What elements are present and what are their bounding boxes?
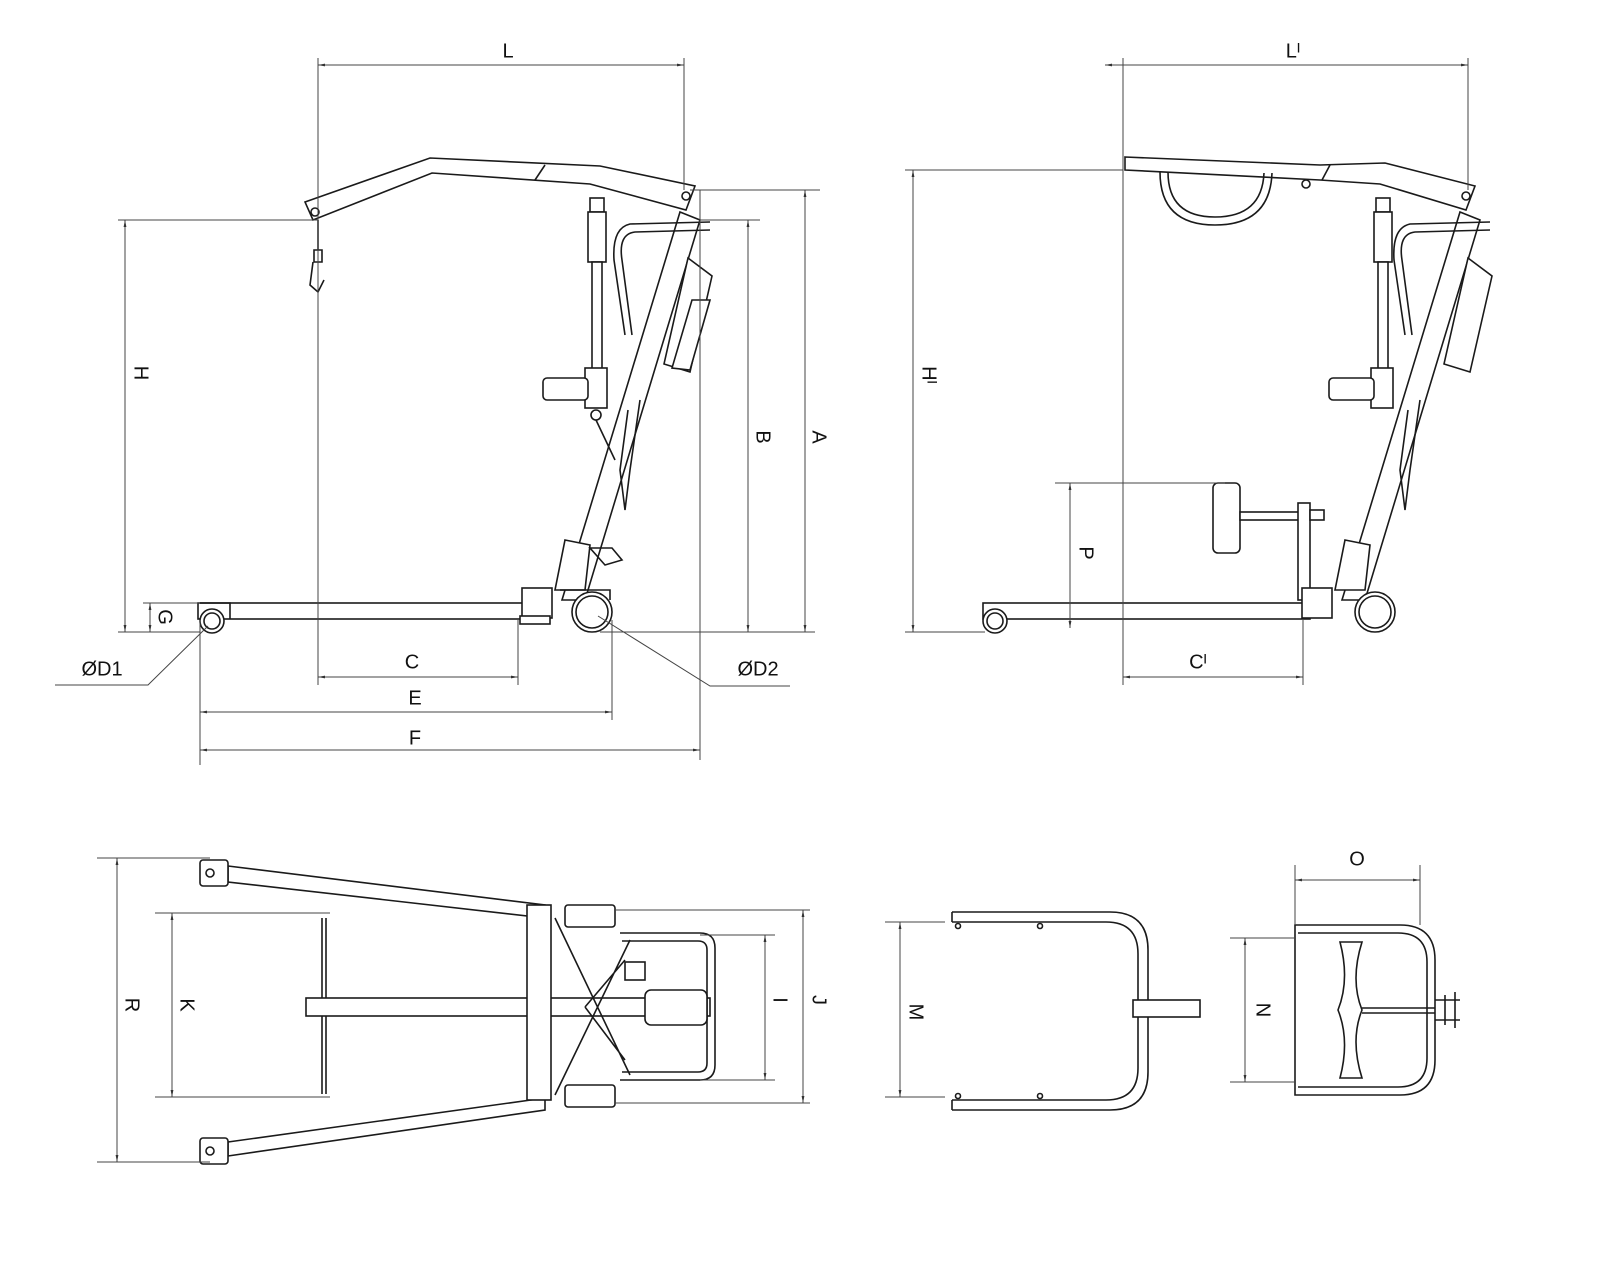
dim-label-J: J	[808, 995, 830, 1005]
dim-label-L: L	[502, 40, 513, 62]
sling-bar-view: M	[885, 911, 1201, 1111]
dimension-lines-seat	[905, 58, 1469, 685]
lift-top-drawing	[199, 859, 716, 1165]
dimension-lines-top	[97, 857, 810, 1163]
dim-label-G: G	[154, 609, 176, 625]
dim-label-N: N	[1252, 1003, 1274, 1017]
top-view: R K I J	[97, 857, 830, 1165]
dim-label-O: O	[1349, 848, 1365, 870]
dim-label-I: I	[769, 997, 791, 1003]
lift-drawing-with-seat	[982, 156, 1493, 634]
dimension-lines	[55, 58, 820, 765]
dim-label-H: H	[130, 366, 152, 380]
dim-label-C-prime: Cᴵ	[1189, 651, 1207, 673]
dim-label-F: F	[409, 727, 421, 749]
dim-label-H-prime: Hᴵ	[918, 366, 940, 384]
dim-label-K: K	[176, 998, 198, 1012]
dim-label-D2: ØD2	[737, 658, 778, 680]
side-view: L H B A G C E F ØD1 ØD2	[55, 40, 830, 765]
dim-label-M: M	[905, 1004, 927, 1021]
dim-label-E: E	[408, 687, 421, 709]
dim-label-A: A	[808, 430, 830, 444]
seat-view: O N	[1230, 848, 1460, 1096]
dim-label-D1: ØD1	[81, 658, 122, 680]
lift-drawing	[197, 157, 713, 634]
dim-label-P: P	[1075, 546, 1097, 559]
dim-label-B: B	[752, 430, 774, 443]
side-view-with-seat: Lᴵ Hᴵ P Cᴵ	[905, 40, 1493, 685]
dim-label-R: R	[121, 998, 143, 1012]
dim-label-L-prime: Lᴵ	[1286, 40, 1300, 62]
dim-label-C: C	[405, 651, 419, 673]
